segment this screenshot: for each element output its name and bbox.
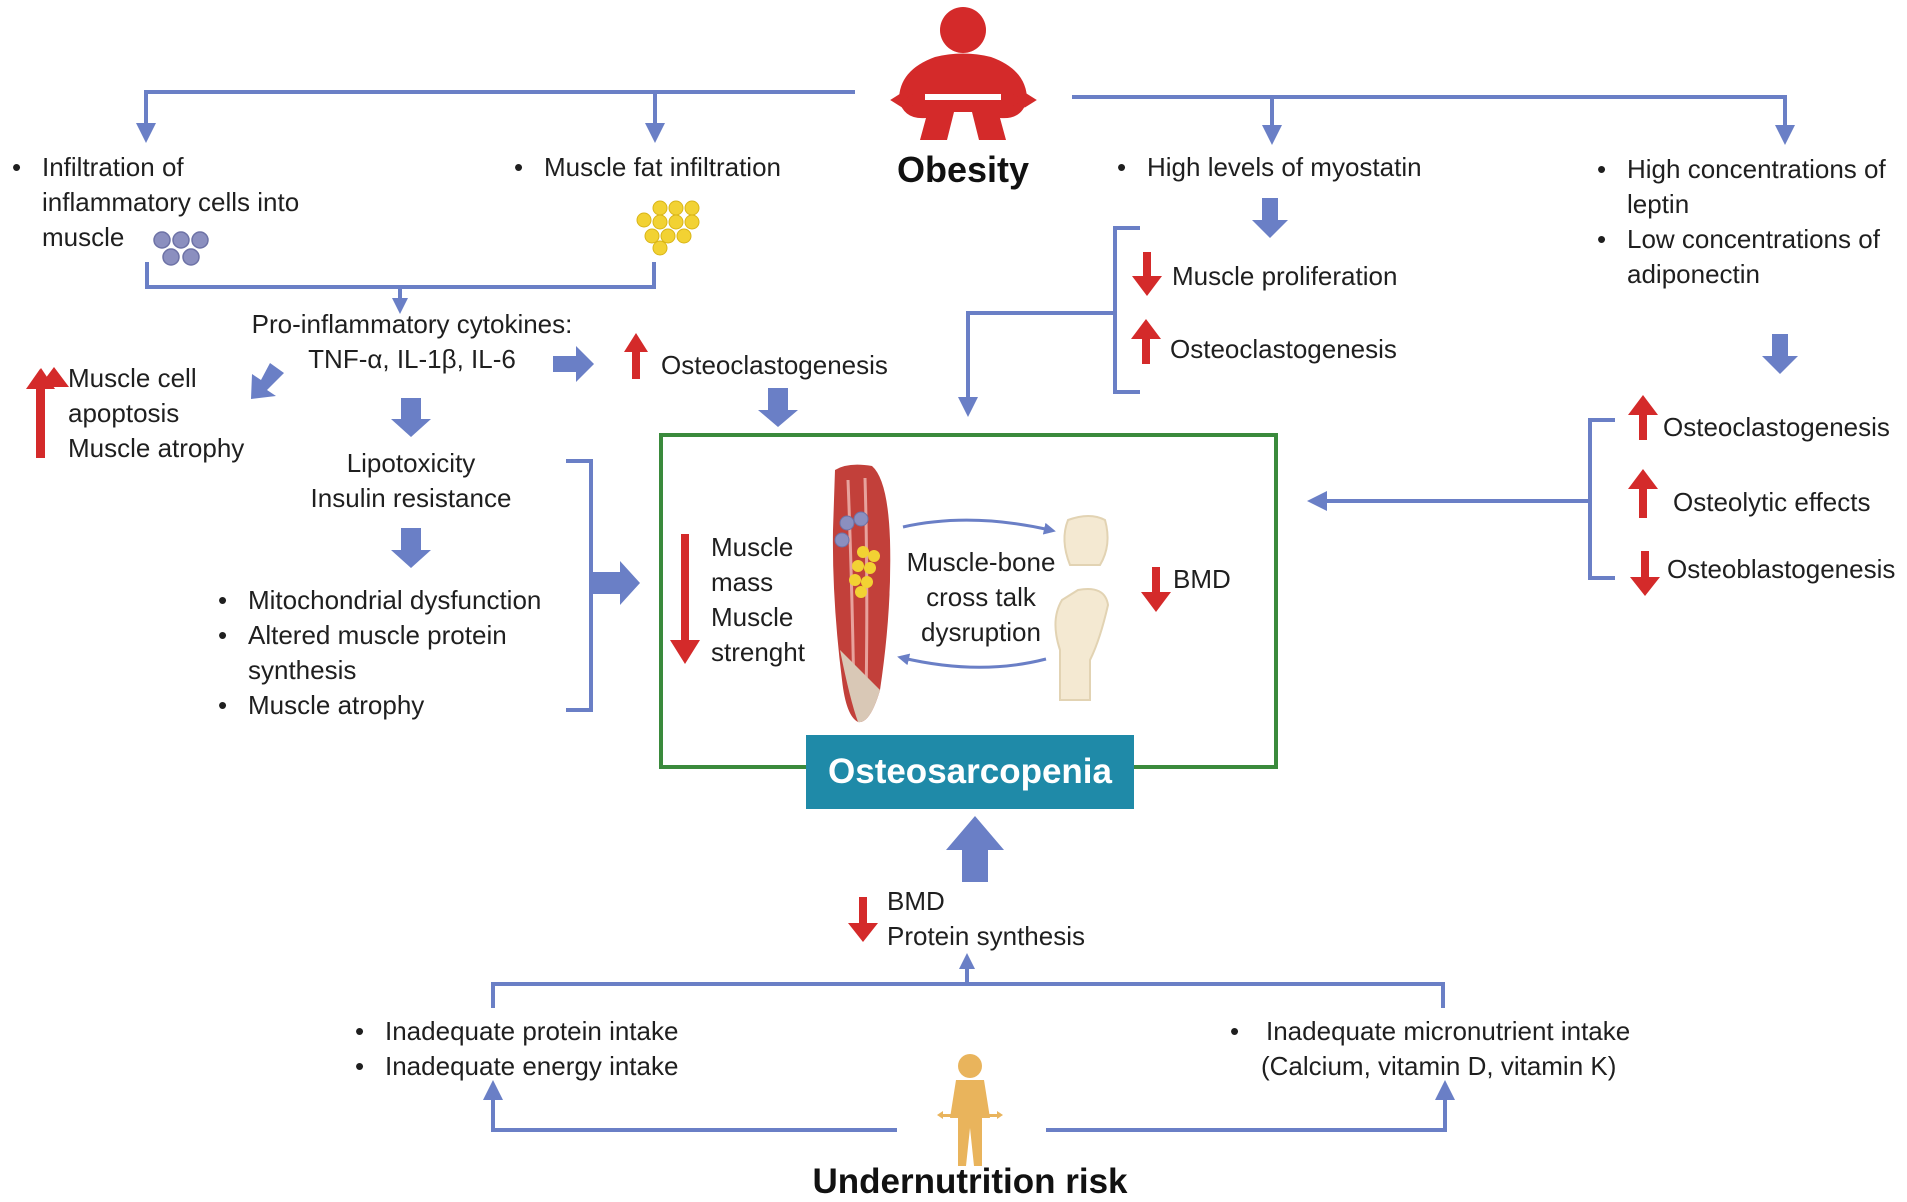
crosstalk-text: Muscle-bone cross talk dysruption: [906, 547, 1056, 647]
muscle-proliferation: Muscle proliferation: [1172, 261, 1398, 291]
muscle-mass-strength: Muscle mass Muscle strenght: [711, 532, 805, 667]
thin-person-icon: [937, 1054, 1003, 1166]
bone-icon: [1054, 515, 1110, 701]
micronutrient-item: • Inadequate micronutrient intake: [1230, 1016, 1631, 1046]
crosstalk-arrows: [897, 518, 1056, 669]
osteosarcopenia-label-bg: [806, 735, 1134, 809]
arrow-down-osteo: [758, 388, 798, 427]
arrow-down-cytokine: [391, 398, 431, 437]
down-arrow-undernutrition: [848, 897, 878, 942]
fat-list: Muscle fat infiltration: [508, 150, 781, 185]
center-bmd: BMD: [1173, 564, 1231, 594]
obesity-title: Obesity: [896, 149, 1030, 190]
arrow-right-osteo: [553, 346, 594, 382]
up-arrow-osteo-myo: [1131, 319, 1161, 364]
arrow-right-mito: [591, 561, 640, 605]
myostatin-item: High levels of myostatin: [1111, 150, 1422, 185]
mito-list: Mitochondrial dysfunction Altered muscle…: [212, 583, 541, 723]
leptin-effect-osteoblastogenesis: Osteoblastogenesis: [1667, 554, 1896, 584]
lipotoxicity-text: Lipotoxicity Insulin resistance: [310, 448, 512, 513]
protein-energy-list: Inadequate protein intake Inadequate ene…: [349, 1014, 678, 1084]
micronutrient-detail: (Calcium, vitamin D, vitamin K): [1261, 1051, 1617, 1081]
leptin-effect-osteoclastogenesis: Osteoclastogenesis: [1663, 412, 1890, 442]
mito-item: Mitochondrial dysfunction: [212, 583, 541, 618]
obese-person-icon: [899, 7, 1027, 140]
apoptosis-arrow-fix: [27, 368, 55, 458]
arrow-up-osteosarcopenia: [946, 816, 1004, 882]
undernutrition-title: Undernutrition risk: [812, 1162, 1128, 1201]
cytokine-merge: [145, 262, 656, 314]
block-arrows: [251, 198, 1798, 882]
myostatin-bracket: [958, 226, 1140, 417]
myostatin-list: High levels of myostatin: [1111, 150, 1422, 185]
undernutrition-effects: BMD Protein synthesis: [887, 886, 1085, 951]
mito-bracket: [566, 459, 593, 712]
apoptosis-text: Muscle cell apoptosis Muscle atrophy: [68, 363, 245, 463]
fat-item: Muscle fat infiltration: [508, 150, 781, 185]
inflammatory-list: Infiltration of inflammatory cells into …: [6, 150, 299, 255]
arrow-down-leptin: [1762, 334, 1798, 374]
up-arrow-leptin-2: [1628, 469, 1658, 518]
leptin-bracket: [1307, 418, 1615, 580]
up-arrow-leptin-1: [1628, 395, 1658, 440]
mito-item: Muscle atrophy: [212, 688, 541, 723]
fat-droplets-icon: [636, 200, 700, 256]
osteoclastogenesis-myo: Osteoclastogenesis: [1170, 334, 1397, 364]
up-arrow-osteo-mid: [624, 333, 648, 379]
arrow-downleft-apoptosis: [251, 363, 284, 399]
down-arrow-leptin-3: [1630, 551, 1660, 596]
leptin-effect-osteolytic: Osteolytic effects: [1673, 487, 1871, 517]
cytokines-text: Pro-inflammatory cytokines: TNF-α, IL-1β…: [251, 309, 573, 374]
intake-item: Inadequate energy intake: [349, 1049, 678, 1084]
arrow-down-lipo: [391, 528, 431, 568]
muscle-icon: [832, 464, 891, 723]
intake-item: Inadequate protein intake: [349, 1014, 678, 1049]
down-arrow-proliferation: [1132, 252, 1162, 296]
undernutrition-branches: [483, 953, 1455, 1132]
obese-arrows: [890, 92, 1037, 108]
arrow-down-myostatin: [1252, 198, 1288, 238]
osteoclastogenesis-mid: Osteoclastogenesis: [661, 350, 888, 380]
obesity-branches: [136, 90, 1795, 145]
osteosarcopenia-label: Osteosarcopenia: [828, 752, 1112, 791]
inflammatory-item: Infiltration of inflammatory cells into …: [6, 150, 299, 255]
micronutrient-list: • Inadequate micronutrient intake (Calci…: [1230, 1014, 1630, 1084]
down-arrow-bmd: [1141, 567, 1171, 612]
down-arrow-muscle: [670, 534, 700, 664]
